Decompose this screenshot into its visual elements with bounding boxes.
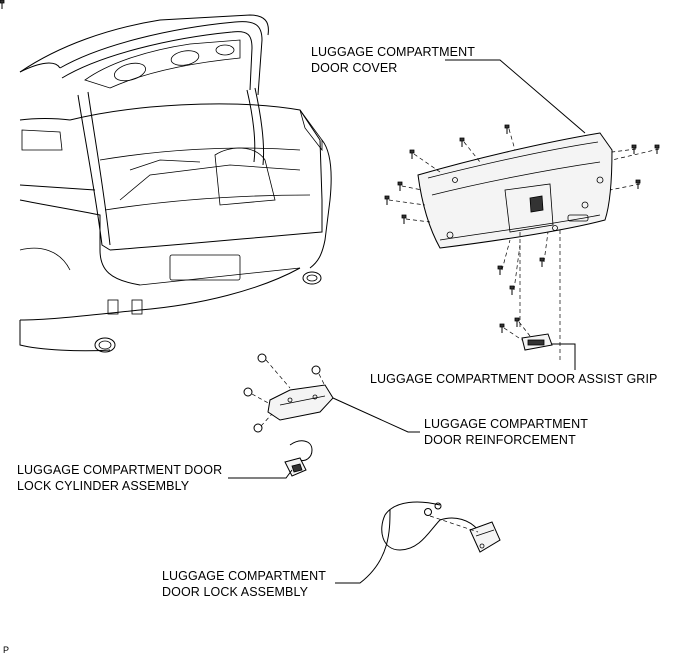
label-lock-cylinder-line2: LOCK CYLINDER ASSEMBLY [17,479,190,493]
assist-grip-part [499,317,553,351]
door-cover-part [417,132,613,249]
lock-cylinder-part [284,440,313,477]
callout-leaders [228,59,586,584]
clip-dashed-leaders [388,128,660,360]
label-assist-grip: LUGGAGE COMPARTMENT DOOR ASSIST GRIP [370,372,658,386]
label-lock-cylinder-line1: LUGGAGE COMPARTMENT DOOR [17,463,223,477]
label-door-cover-line2: DOOR COVER [311,61,398,75]
door-cover-clips [0,0,660,296]
car-rear-illustration [19,14,332,353]
corner-mark: P [3,645,10,655]
label-reinforcement-line2: DOOR REINFORCEMENT [424,433,576,447]
label-door-lock-line2: DOOR LOCK ASSEMBLY [162,585,309,599]
label-door-lock-line1: LUGGAGE COMPARTMENT [162,569,326,583]
door-lock-assembly-part [381,501,501,553]
label-door-cover-line1: LUGGAGE COMPARTMENT [311,45,475,59]
label-reinforcement-line1: LUGGAGE COMPARTMENT [424,417,588,431]
reinforcement-part [243,353,334,433]
